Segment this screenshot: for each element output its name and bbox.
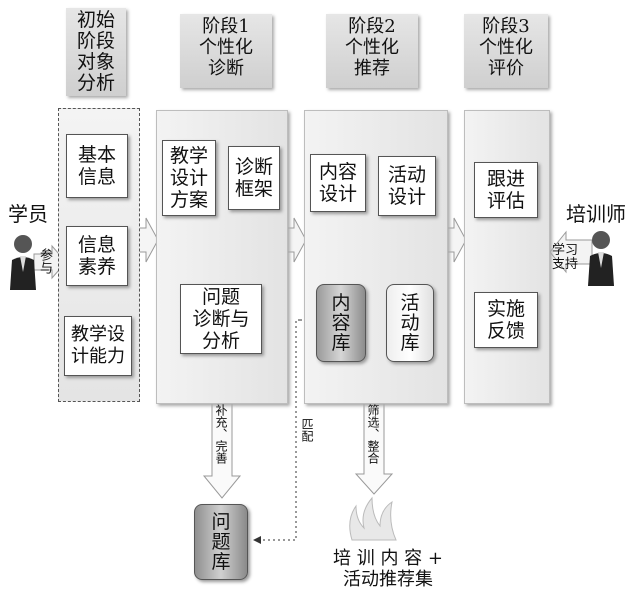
header-stage2: 阶段2 个性化 推荐 [326, 14, 418, 88]
match-label: 匹配 [300, 418, 313, 442]
box-implementation-feedback: 实施 反馈 [474, 292, 538, 348]
filter-label: 筛选、整合 [366, 404, 379, 464]
box-content-design: 内容 设计 [310, 154, 366, 212]
header-stage1: 阶段1 个性化 诊断 [180, 14, 272, 88]
box-activity-design: 活动 设计 [378, 156, 436, 216]
box-diagnosis-framework: 诊断 框架 [228, 146, 280, 210]
box-follow-evaluation: 跟进 评估 [474, 162, 538, 218]
box-basic-info: 基本 信息 [66, 134, 128, 198]
learner-person-icon [8, 232, 38, 290]
trainer-label: 培训师 [566, 198, 626, 227]
question-db: 问 题 库 [194, 504, 248, 580]
box-teaching-plan: 教学 设计 方案 [162, 140, 216, 216]
box-teaching-design: 教学设 计能力 [64, 316, 132, 376]
trainer-person-icon [586, 228, 616, 286]
result-label: 培 训 内 容 + 活动推荐集 [318, 548, 458, 590]
participate-label: 参与 [38, 248, 51, 274]
header-initial: 初始 阶段 对象 分析 [66, 8, 126, 96]
content-db: 内 容 库 [316, 284, 366, 362]
result-flame-icon [350, 498, 396, 540]
box-info-literacy: 信息 素养 [66, 226, 128, 286]
support-label: 学习 支持 [552, 244, 578, 272]
activity-db: 活 动 库 [386, 284, 434, 362]
stage3-panel [464, 110, 550, 404]
box-problem-analysis: 问题 诊断与 分析 [180, 284, 262, 354]
learner-label: 学员 [8, 198, 48, 227]
header-stage3: 阶段3 个性化 评价 [464, 14, 548, 88]
supplement-label: 补充、完善 [214, 404, 227, 464]
